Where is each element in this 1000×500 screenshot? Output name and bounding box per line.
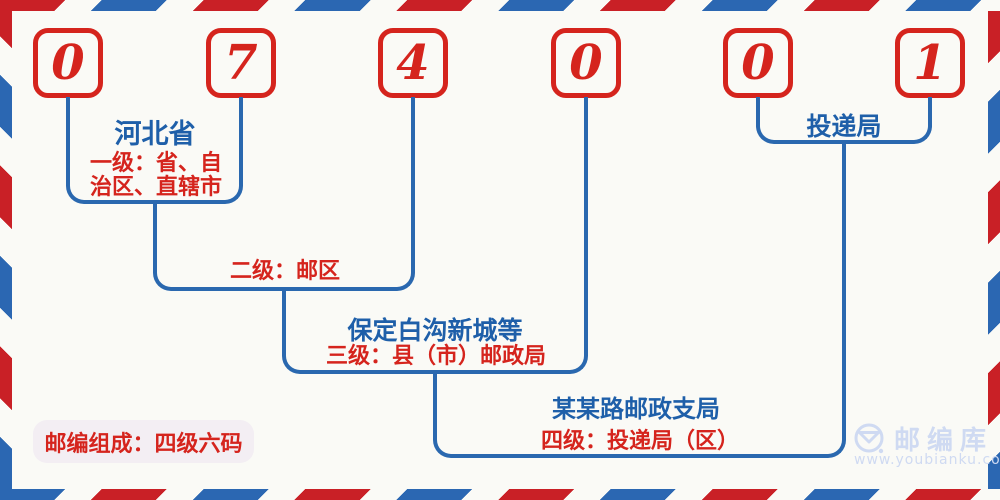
- digit-box-2: 7: [206, 28, 276, 98]
- bracket-level3: [282, 291, 588, 374]
- digit-box-6: 1: [895, 28, 965, 98]
- airmail-border-top: [0, 0, 1000, 11]
- site-url: www.youbianku.com: [854, 452, 1000, 468]
- airmail-border-right: [988, 11, 1000, 489]
- bracket-level1: [66, 97, 243, 204]
- level4-desc-label: 四级：投递局（区）: [540, 429, 740, 454]
- level1-desc-line1: 一级：省、自: [89, 151, 223, 176]
- level4-place-label: 某某路邮政支局: [552, 395, 720, 423]
- bracket-delivery-office: [756, 97, 932, 144]
- airmail-border-left: [0, 11, 12, 489]
- level3-desc-label: 三级：县（市）邮政局: [325, 344, 547, 369]
- site-name: 邮编库: [894, 426, 994, 456]
- digit-box-3: 4: [378, 28, 448, 98]
- digit-box-1: 0: [33, 28, 103, 98]
- envelope-circle-icon: [854, 423, 884, 453]
- delivery-office-label: 投递局: [806, 112, 882, 141]
- connector-line-delivery: [842, 144, 846, 374]
- digit-6: 1: [913, 35, 947, 91]
- level2-desc-label: 二级：邮区: [229, 259, 341, 284]
- airmail-border-bottom: [0, 489, 1000, 500]
- connector-line-digit3: [411, 97, 415, 204]
- composition-badge-text: 邮编组成：四级六码: [44, 431, 243, 457]
- site-branding: 邮编库: [854, 420, 993, 457]
- level1-place-label: 河北省: [114, 119, 196, 150]
- level1-desc-line2: 治区、直辖市: [89, 175, 223, 200]
- digit-2: 7: [224, 35, 258, 91]
- digit-3: 4: [396, 35, 430, 91]
- digit-box-4: 0: [551, 28, 621, 98]
- digit-1: 0: [51, 35, 85, 91]
- level3-place-label: 保定白沟新城等: [347, 316, 523, 345]
- connector-line-digit4: [584, 97, 588, 291]
- bracket-level4: [433, 374, 846, 458]
- bracket-level2: [153, 204, 415, 291]
- digit-5: 0: [741, 35, 775, 91]
- composition-badge: 邮编组成：四级六码: [33, 420, 254, 463]
- digit-box-5: 0: [723, 28, 793, 98]
- digit-4: 0: [569, 35, 603, 91]
